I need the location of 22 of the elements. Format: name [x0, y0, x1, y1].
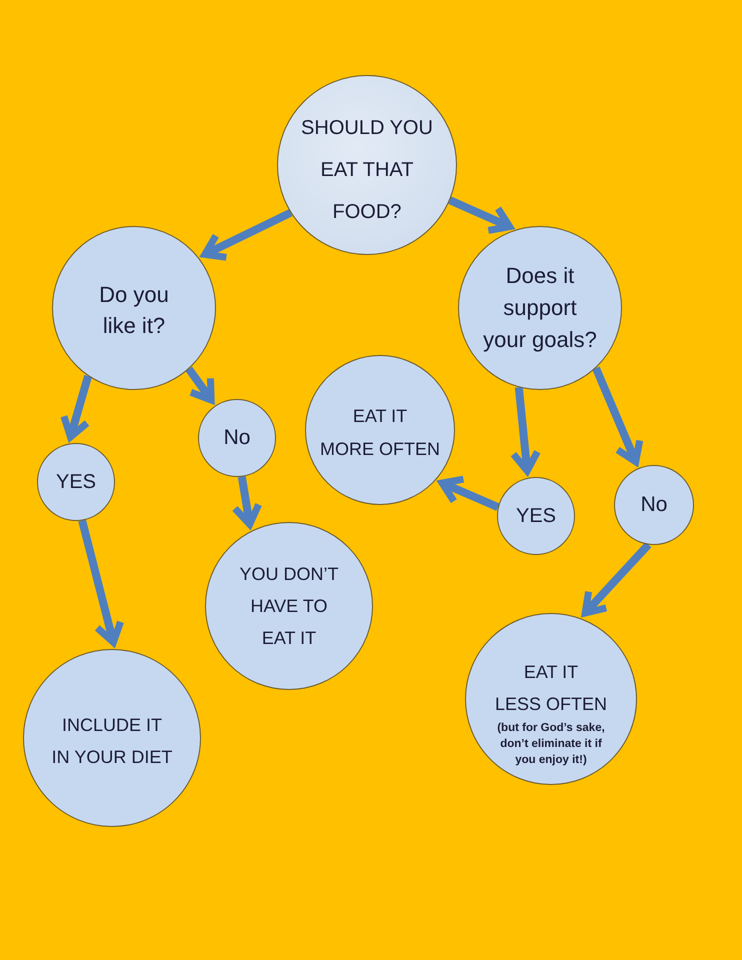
arrow — [448, 196, 514, 234]
outcome-text: INCLUDE IT IN YOUR DIET — [52, 714, 172, 769]
arrow — [510, 386, 541, 474]
answer-text: YES — [56, 470, 96, 494]
outcome-text: EAT IT LESS OFTEN — [494, 661, 608, 716]
question-text: Do you like it? — [99, 281, 169, 340]
arrow — [582, 542, 652, 616]
answer-text: No — [640, 493, 668, 517]
arrow — [201, 209, 292, 261]
answer-text: YES — [516, 504, 556, 528]
arrow — [78, 520, 124, 646]
question-text: SHOULD YOU EAT THAT FOOD? — [301, 116, 433, 225]
arrow — [592, 366, 644, 466]
answer-text: No — [224, 426, 250, 450]
arrow — [186, 366, 215, 404]
outcome-text: YOU DON’T HAVE TO EAT IT — [240, 563, 338, 650]
question-text: Does it support your goals? — [483, 262, 597, 354]
note-text: (but for God’s sake, don’t eliminate it if you enjoy it!) — [497, 721, 605, 768]
arrow — [231, 476, 262, 528]
arrow — [60, 374, 92, 440]
arrow — [438, 476, 500, 511]
outcome-text: EAT IT MORE OFTEN — [320, 405, 440, 461]
